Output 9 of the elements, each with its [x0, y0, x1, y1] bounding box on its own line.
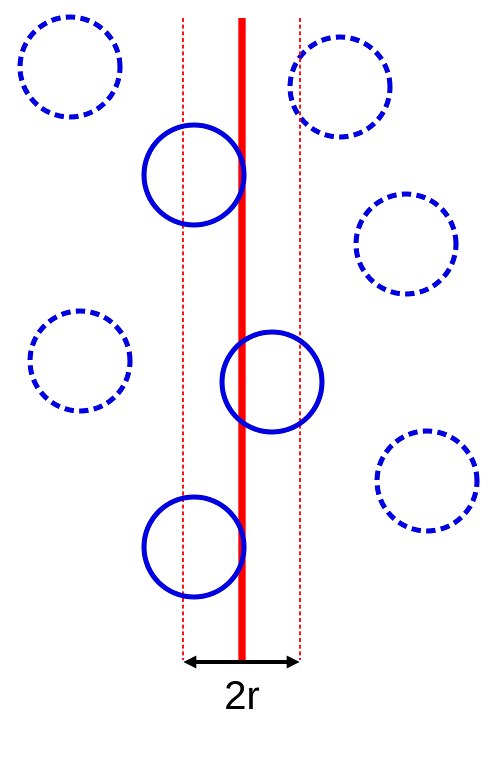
- dashed-circle: [17, 14, 123, 120]
- dashed-circle: [353, 191, 459, 297]
- dashed-circle: [27, 308, 133, 414]
- circle: [141, 122, 247, 228]
- dimension-label: 2r: [226, 681, 260, 709]
- circle: [219, 329, 325, 435]
- circle: [141, 494, 247, 600]
- dashed-circle: [374, 428, 480, 534]
- dashed-circle: [287, 34, 393, 140]
